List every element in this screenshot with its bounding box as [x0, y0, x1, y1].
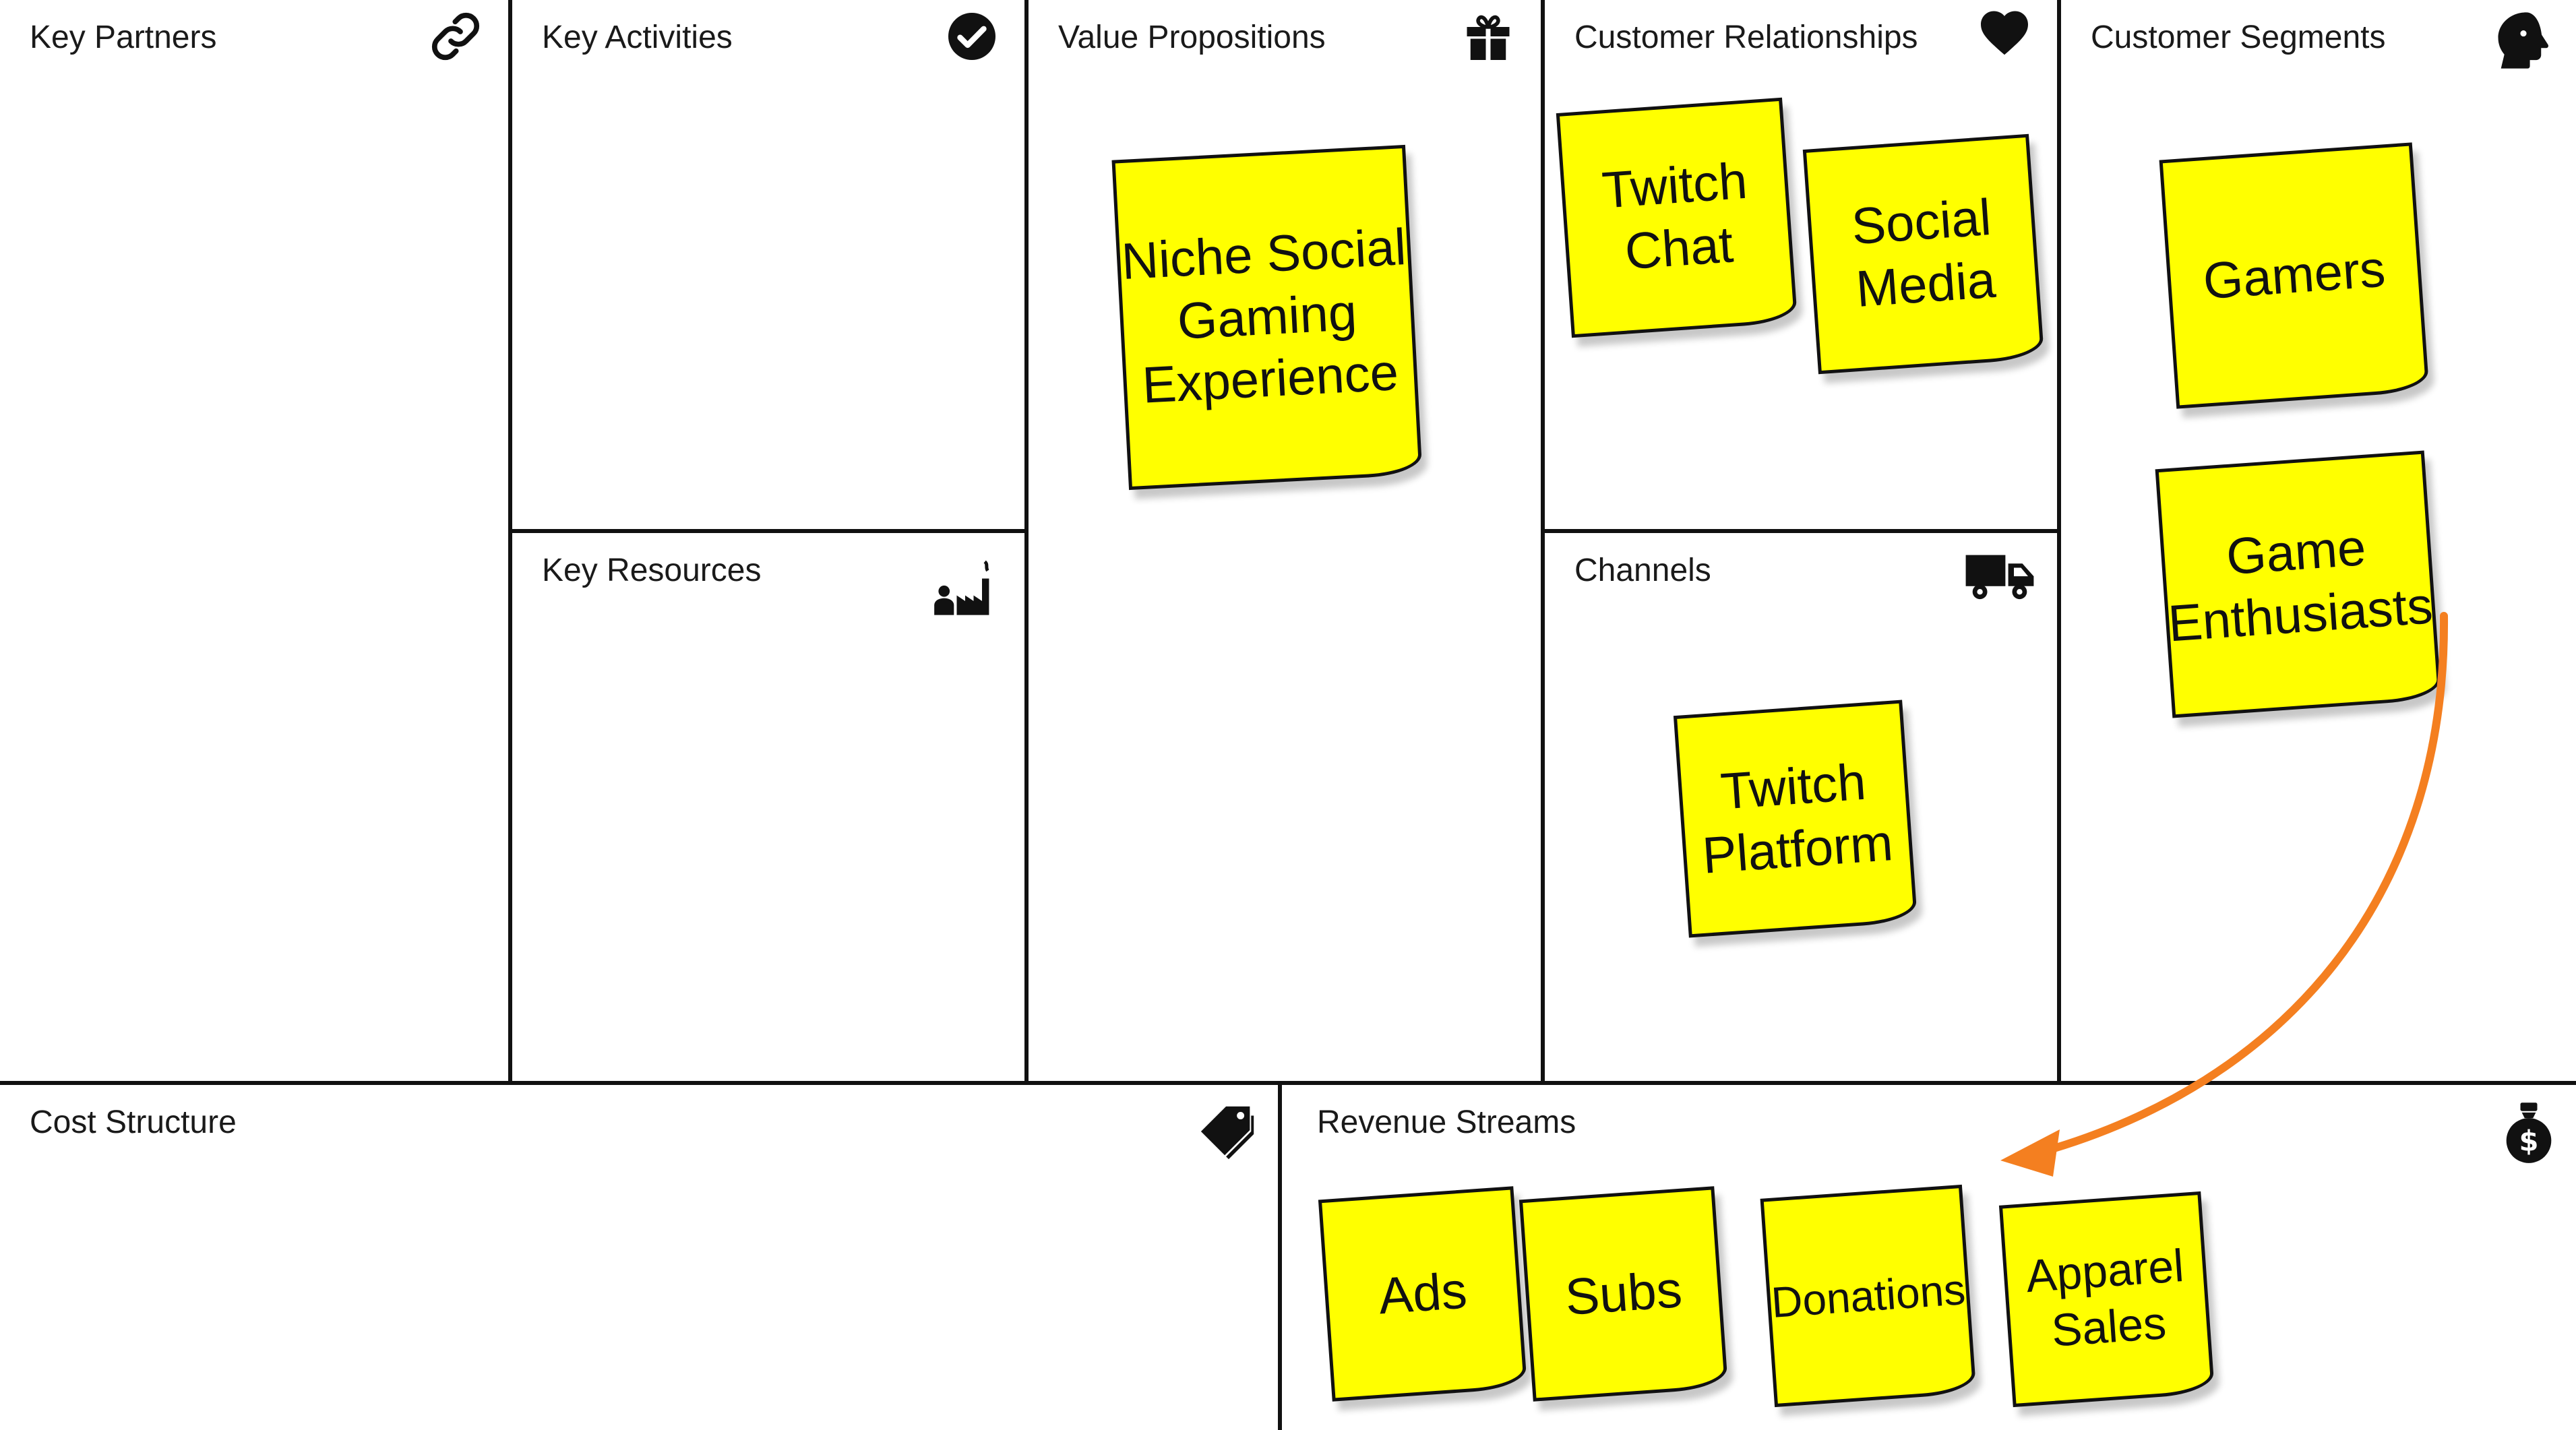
divider	[1024, 0, 1029, 1085]
sticky-note[interactable]: Ads	[1318, 1186, 1528, 1402]
sticky-note[interactable]: Niche Social Gaming Experience	[1111, 144, 1423, 491]
divider	[1541, 529, 2061, 533]
block-title: Value Propositions	[1058, 20, 1326, 55]
divider	[1541, 0, 1545, 1085]
divider	[508, 529, 1029, 533]
sticky-note[interactable]: Subs	[1519, 1186, 1729, 1402]
block-title: Revenue Streams	[1317, 1105, 1576, 1140]
sticky-note[interactable]: Donations	[1760, 1184, 1977, 1408]
block-title: Customer Relationships	[1574, 20, 1918, 55]
key-resources-block: Key Resources	[512, 533, 1024, 1081]
block-title: Key Activities	[542, 20, 733, 55]
divider	[1278, 1081, 1282, 1430]
sticky-note[interactable]: Apparel Sales	[1998, 1191, 2215, 1408]
factory-worker-icon	[931, 553, 999, 621]
divider	[2057, 0, 2061, 1085]
block-title: Customer Segments	[2091, 20, 2386, 55]
svg-text:$: $	[2519, 1125, 2539, 1158]
gift-icon	[1460, 8, 1516, 65]
check-circle-icon	[944, 8, 1000, 65]
key-partners-block: Key Partners	[0, 0, 508, 1081]
divider	[0, 1081, 2576, 1085]
divider	[508, 0, 512, 1085]
revenue-streams-block: Revenue Streams $	[1282, 1085, 2576, 1430]
sticky-note[interactable]: Twitch Chat	[1556, 97, 1798, 338]
channels-block: Channels	[1545, 533, 2057, 1081]
sticky-note[interactable]: Game Enthusiasts	[2155, 450, 2442, 718]
sticky-note[interactable]: Twitch Platform	[1673, 700, 1918, 938]
sticky-note[interactable]: Social Media	[1802, 133, 2045, 375]
face-profile-icon	[2490, 7, 2557, 74]
block-title: Key Resources	[542, 553, 762, 588]
price-tag-icon	[1197, 1101, 1260, 1164]
block-title: Key Partners	[30, 20, 217, 55]
link-icon	[427, 8, 484, 65]
customer-segments-block: Customer Segments	[2061, 0, 2576, 1081]
key-activities-block: Key Activities	[512, 0, 1024, 529]
customer-relationships-block: Customer Relationships	[1545, 0, 2057, 529]
value-propositions-block: Value Propositions	[1029, 0, 1541, 1081]
cost-structure-block: Cost Structure	[0, 1085, 1278, 1430]
block-title: Cost Structure	[30, 1105, 237, 1140]
heart-icon	[1976, 4, 2033, 61]
block-title: Channels	[1574, 553, 1711, 588]
sticky-note[interactable]: Gamers	[2159, 142, 2430, 409]
truck-icon	[1963, 547, 2037, 603]
money-bag-icon: $	[2495, 1098, 2563, 1166]
